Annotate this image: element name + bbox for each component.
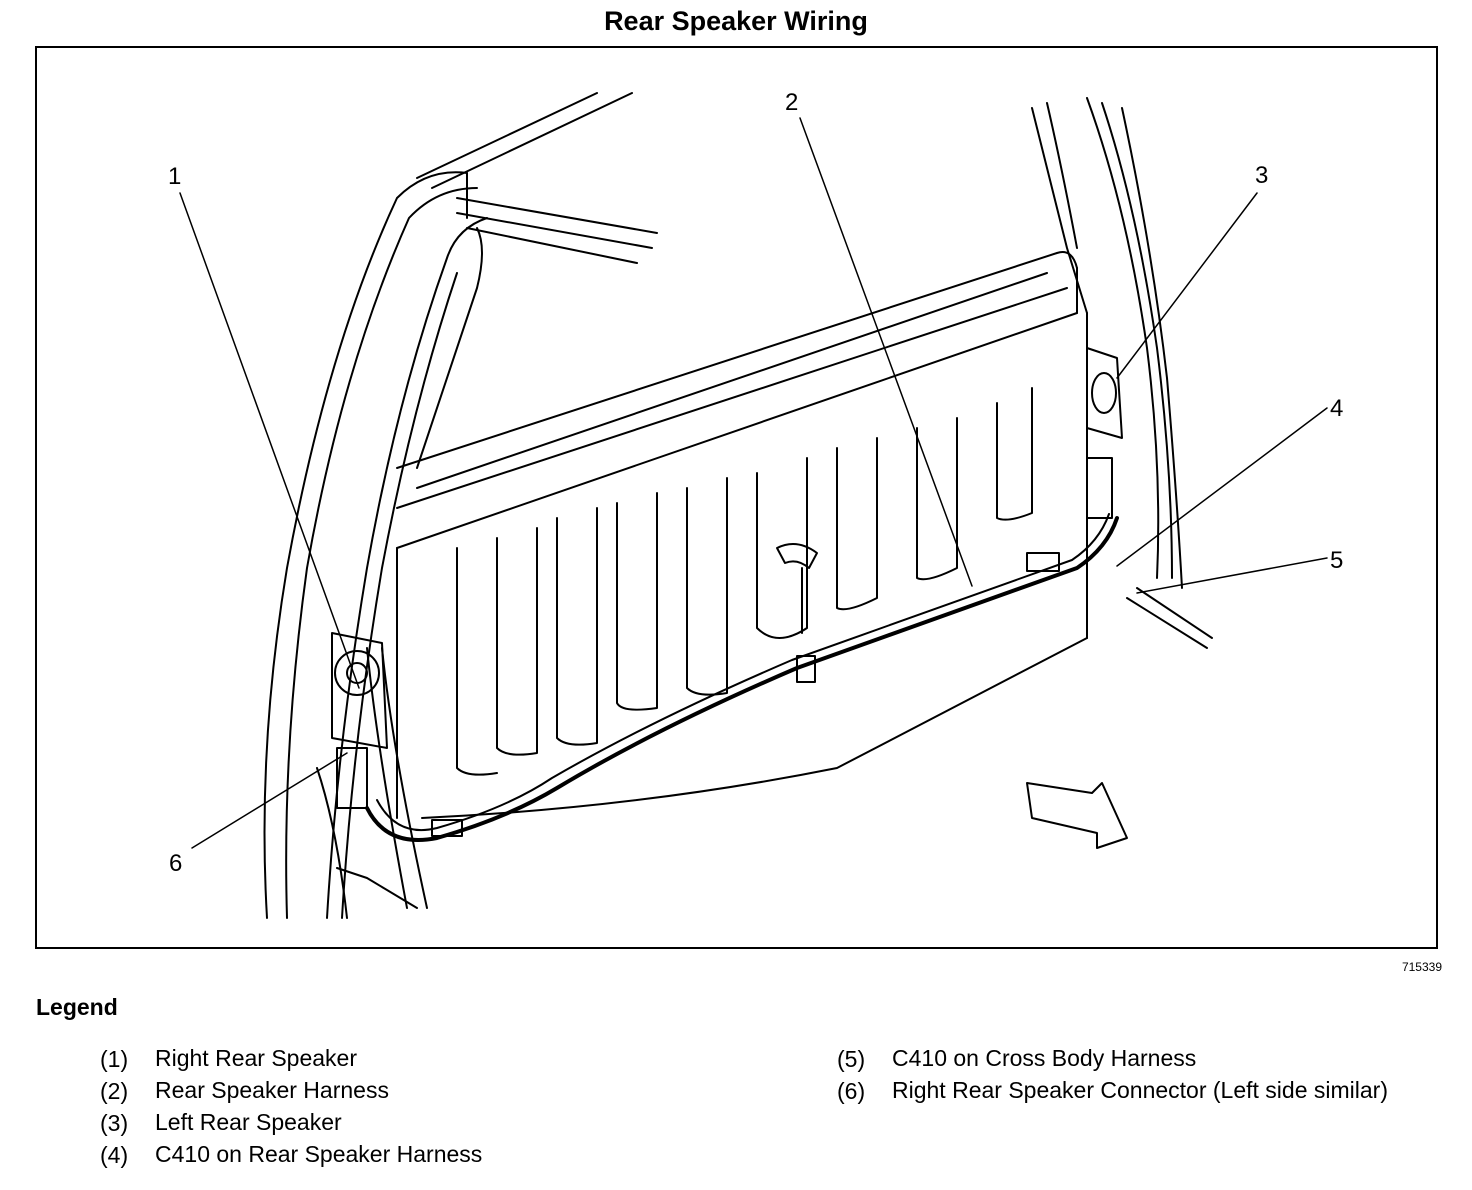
right-rear-speaker-graphic bbox=[331, 632, 388, 809]
callout-4: 4 bbox=[1330, 395, 1343, 422]
legend-column-left: (1) Right Rear Speaker (2) Rear Speaker … bbox=[100, 1042, 675, 1170]
legend-number: (6) bbox=[837, 1078, 866, 1104]
legend-number: (2) bbox=[100, 1078, 129, 1104]
back-panel bbox=[396, 312, 1088, 819]
callout-3: 3 bbox=[1255, 162, 1268, 189]
legend-column-right: (5) C410 on Cross Body Harness (6) Right… bbox=[837, 1042, 1412, 1106]
legend-item: (2) Rear Speaker Harness bbox=[100, 1074, 675, 1106]
roof-rail bbox=[416, 92, 658, 264]
forward-arrow bbox=[1026, 782, 1128, 849]
legend-heading: Legend bbox=[36, 994, 118, 1020]
callout-2: 2 bbox=[785, 89, 798, 116]
legend-text: Right Rear Speaker Connector (Left side … bbox=[892, 1077, 1388, 1103]
legend-number: (4) bbox=[100, 1142, 129, 1168]
diagram-frame: 1 2 3 4 5 6 bbox=[35, 46, 1438, 949]
legend-item: (1) Right Rear Speaker bbox=[100, 1042, 675, 1074]
legend-text: Rear Speaker Harness bbox=[155, 1077, 389, 1103]
callout-5: 5 bbox=[1330, 547, 1343, 574]
legend-number: (3) bbox=[100, 1110, 129, 1136]
right-pillar bbox=[1031, 97, 1213, 649]
callout-labels: 1 2 3 4 5 6 bbox=[168, 89, 1343, 877]
legend-number: (1) bbox=[100, 1046, 129, 1072]
legend-text: Left Rear Speaker bbox=[155, 1109, 342, 1135]
diagram-title: Rear Speaker Wiring bbox=[604, 6, 868, 36]
legend-number: (5) bbox=[837, 1046, 866, 1072]
rear-speaker-harness bbox=[365, 513, 1119, 842]
legend-item: (4) C410 on Rear Speaker Harness bbox=[100, 1138, 675, 1170]
figure-number: 715339 bbox=[1401, 960, 1442, 974]
illustration: 1 2 3 4 5 6 bbox=[168, 89, 1343, 919]
left-pillar bbox=[263, 171, 488, 919]
callout-6: 6 bbox=[169, 850, 182, 877]
legend-item: (6) Right Rear Speaker Connector (Left s… bbox=[837, 1074, 1412, 1106]
left-rear-speaker-graphic bbox=[1086, 347, 1123, 519]
legend-text: C410 on Cross Body Harness bbox=[892, 1045, 1197, 1071]
callout-1: 1 bbox=[168, 163, 181, 190]
legend-text: Right Rear Speaker bbox=[155, 1045, 357, 1071]
leader-lines bbox=[179, 117, 1328, 849]
legend-text: C410 on Rear Speaker Harness bbox=[155, 1141, 483, 1167]
legend-item: (5) C410 on Cross Body Harness bbox=[837, 1042, 1412, 1074]
rear-window-panel bbox=[396, 227, 1078, 549]
legend-item: (3) Left Rear Speaker bbox=[100, 1106, 675, 1138]
